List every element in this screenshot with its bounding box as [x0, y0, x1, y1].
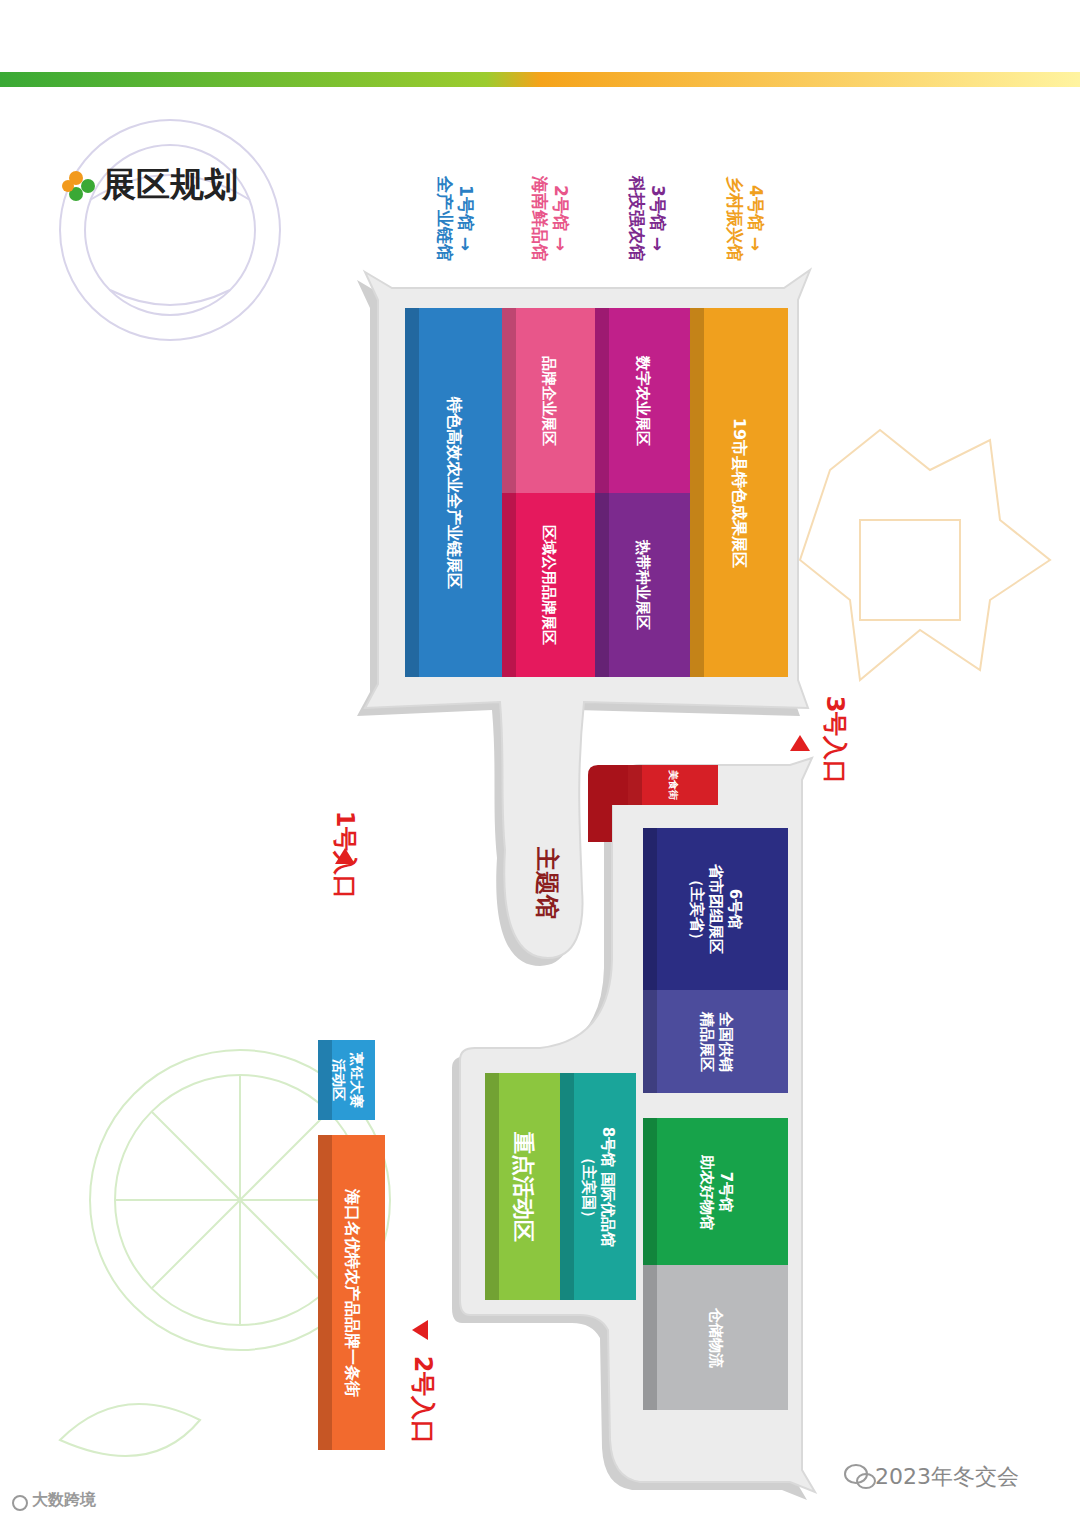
exhibit-zone: 数字农业展区	[595, 308, 690, 493]
zone-label: 烹饪大赛 活动区	[329, 1044, 364, 1116]
label-box: 主题馆	[522, 830, 572, 935]
label-box: 4号馆 → 乡村振兴馆	[715, 158, 775, 278]
watermark-icon	[13, 1465, 875, 1510]
starfruit-outline	[800, 430, 1050, 680]
exhibit-zone: 7号馆 助农好物馆	[643, 1118, 788, 1265]
exhibit-zone: 8号馆 国际优品馆 （主宾国）	[560, 1073, 636, 1300]
map-label: 3号馆 → 科技强农馆	[626, 168, 669, 268]
exhibit-zone: 全国供销 精品展区	[643, 990, 788, 1093]
watermark: 2023年冬交会	[875, 1464, 1019, 1489]
exhibit-zone: 重点活动区	[485, 1073, 560, 1300]
map-label: 1号馆 → 全产业链馆	[434, 168, 477, 268]
zone-label: 特色高效农业全产业链展区	[444, 343, 464, 643]
label-box: 2号馆 → 海南鲜品馆	[520, 158, 580, 278]
exhibit-zone: 烹饪大赛 活动区	[318, 1040, 375, 1120]
label-box: 1号入口	[322, 800, 368, 910]
label-box: 3号馆 → 科技强农馆	[617, 158, 677, 278]
zone-label: 重点活动区	[509, 1087, 537, 1287]
label-box: 3号入口	[812, 685, 858, 795]
zone-label: 区域公用品牌展区	[539, 505, 558, 665]
map-label: 主题馆	[532, 833, 562, 933]
zone-label: 全国供销 精品展区	[697, 997, 735, 1087]
zone-label: 8号馆 国际优品馆 （主宾国）	[579, 1112, 617, 1262]
top-bar	[0, 72, 1080, 87]
map-label: 2号入口	[408, 1348, 438, 1453]
exhibit-zone: 区域公用品牌展区	[502, 493, 595, 677]
label-box: 大数跨境	[32, 1490, 152, 1514]
zone-label: 7号馆 助农好物馆	[697, 1132, 735, 1252]
zone-label: 美食街	[667, 765, 679, 805]
building-outline	[365, 270, 815, 1492]
entrance-marker	[412, 1320, 428, 1340]
zone-label: 海口名优特农产品品牌一条街	[342, 1148, 362, 1438]
exhibit-zone: 热带种业展区	[595, 493, 690, 677]
watermark: 大数跨境	[32, 1490, 96, 1509]
food-street-arm	[588, 765, 630, 842]
label-box: 1号馆 → 全产业链馆	[425, 158, 485, 278]
exhibit-zone: 海口名优特农产品品牌一条街	[318, 1135, 385, 1450]
zone-label: 6号馆 省市团组展区 （主宾省）	[687, 844, 743, 974]
map-label: 3号入口	[820, 688, 850, 793]
exhibit-zone: 美食街	[628, 765, 718, 805]
exhibit-zone: 6号馆 省市团组展区 （主宾省）	[643, 828, 788, 990]
exhibit-zone: 特色高效农业全产业链展区	[405, 308, 502, 677]
page-title: 展区规划	[102, 162, 238, 208]
label-box: 2号入口	[400, 1345, 446, 1455]
exhibit-zone: 19市县特色成果展区	[690, 308, 788, 677]
zone-label: 仓储物流	[706, 1278, 725, 1398]
zone-label: 19市县特色成果展区	[729, 343, 749, 643]
exhibit-zone: 品牌企业展区	[502, 308, 595, 493]
entrance-marker	[790, 735, 810, 751]
zone-label: 数字农业展区	[633, 321, 652, 481]
map-label: 4号馆 → 乡村振兴馆	[724, 168, 767, 268]
exhibit-zone: 仓储物流	[643, 1265, 788, 1410]
zone-label: 品牌企业展区	[539, 321, 558, 481]
map-label: 2号馆 → 海南鲜品馆	[529, 168, 572, 268]
fruit-outline	[60, 120, 280, 340]
title-icon	[62, 171, 95, 201]
zone-label: 热带种业展区	[633, 505, 652, 665]
map-label: 1号入口	[330, 803, 360, 908]
label-box: 2023年冬交会	[875, 1462, 1055, 1490]
